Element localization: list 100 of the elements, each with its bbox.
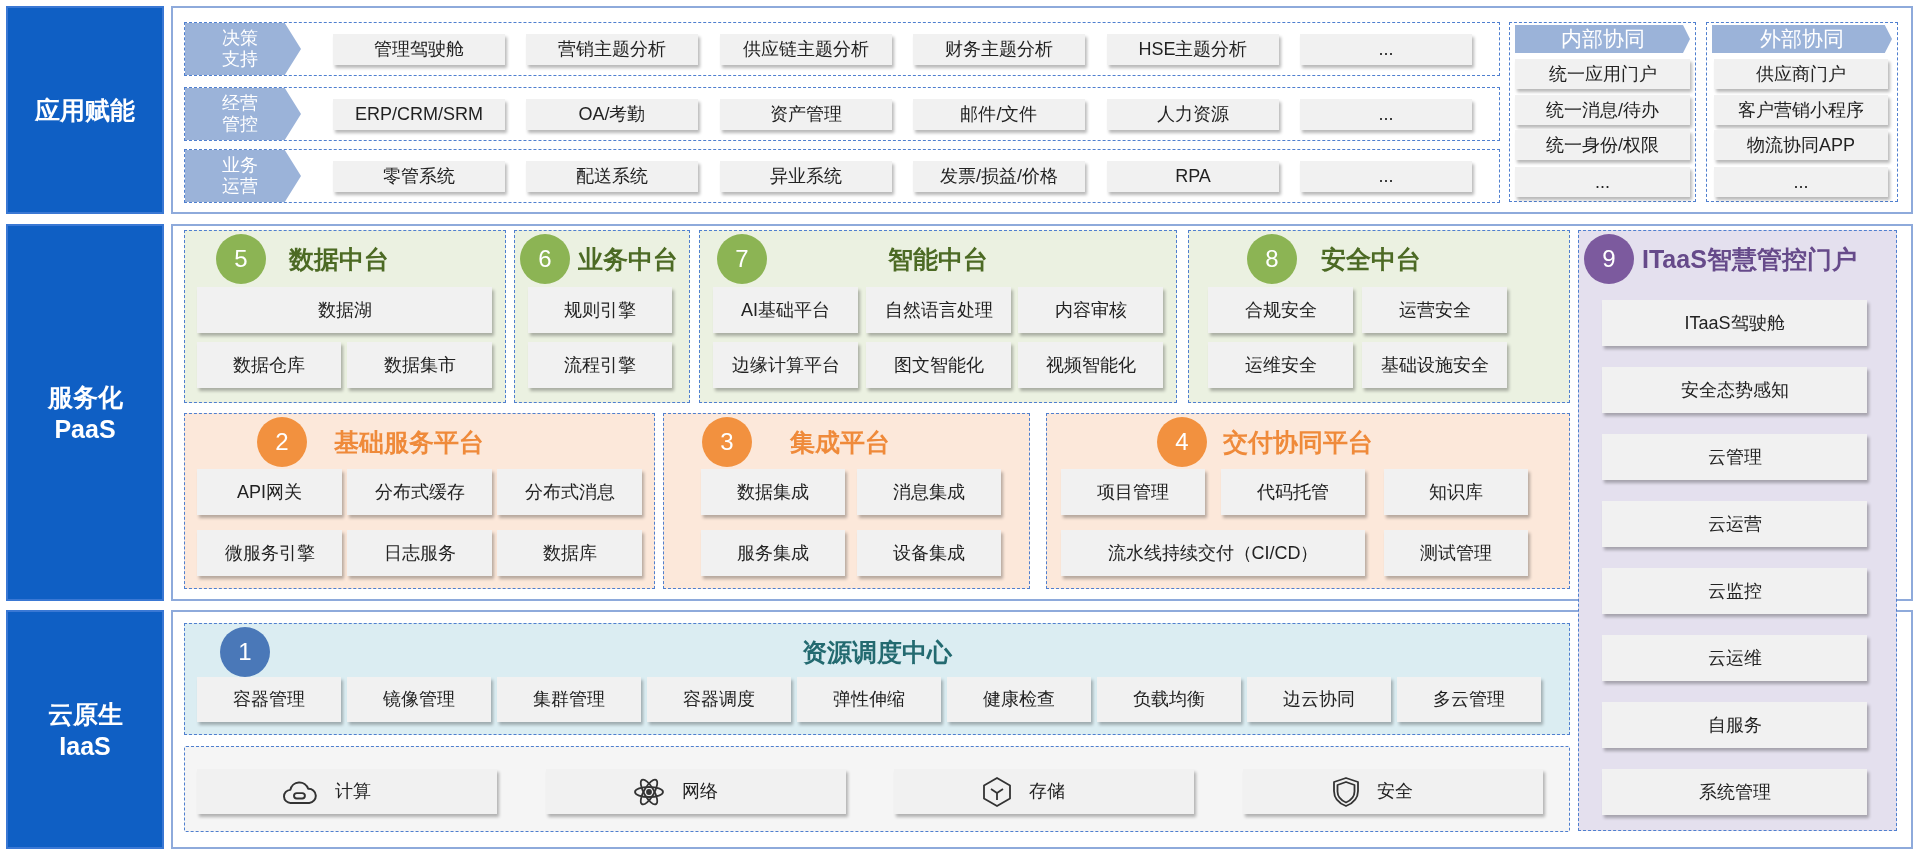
- module-box: ...: [1714, 167, 1888, 197]
- number-badge: 7: [717, 234, 767, 284]
- module-box: HSE主题分析: [1107, 34, 1279, 65]
- module-box: AI基础平台: [713, 287, 858, 333]
- group-title: 资源调度中心: [802, 637, 952, 668]
- module-box: OA/考勤: [526, 99, 698, 130]
- module-box: API网关: [197, 469, 342, 515]
- module-box: 代码托管: [1221, 469, 1365, 515]
- module-box: 云运维: [1602, 635, 1867, 681]
- module-box: 消息集成: [857, 469, 1001, 515]
- module-box: 统一应用门户: [1515, 59, 1690, 89]
- module-group: [184, 746, 1570, 832]
- module-label: 网络: [682, 781, 718, 802]
- module-box: 项目管理: [1061, 469, 1205, 515]
- collab-group: [1706, 22, 1898, 202]
- group-title: 安全中台: [1321, 244, 1421, 275]
- module-box: 发票/损益/价格: [913, 161, 1085, 192]
- platform-group: [1188, 230, 1570, 403]
- module-box: 弹性伸缩: [797, 677, 941, 722]
- platform-group: [514, 230, 690, 403]
- module-box: RPA: [1107, 161, 1279, 192]
- module-box: 统一身份/权限: [1515, 130, 1690, 160]
- module-box: 容器调度: [647, 677, 791, 722]
- platform-group: [1578, 230, 1897, 831]
- number-badge: 4: [1157, 417, 1207, 467]
- module-box: 数据库: [497, 530, 642, 576]
- module-box: 流程引擎: [528, 342, 672, 388]
- row-tag: 经营管控: [185, 88, 301, 140]
- row-tag: 决策支持: [185, 23, 301, 75]
- group-title: 业务中台: [578, 244, 678, 275]
- module-box: 邮件/文件: [913, 99, 1085, 130]
- module-box: 运营安全: [1362, 287, 1507, 333]
- number-badge: 6: [520, 234, 570, 284]
- module-box: 视频智能化: [1018, 342, 1163, 388]
- number-badge: 5: [216, 234, 266, 284]
- module-box: 管理驾驶舱: [333, 34, 505, 65]
- number-badge: 2: [257, 417, 307, 467]
- row-tag: 业务运营: [185, 150, 301, 202]
- group-title: ITaaS智慧管控门户: [1642, 244, 1857, 275]
- module-box: 系统管理: [1602, 769, 1867, 815]
- number-badge: 1: [220, 627, 270, 677]
- module-box: 供应商门户: [1714, 59, 1888, 89]
- row-group: [184, 22, 1500, 76]
- module-box: [1243, 769, 1543, 814]
- module-box: ...: [1300, 34, 1472, 65]
- module-label: 安全: [1377, 781, 1413, 802]
- module-box: 内容审核: [1018, 287, 1163, 333]
- module-box: 基础设施安全: [1362, 342, 1507, 388]
- platform-group: [184, 623, 1570, 735]
- module-box: [894, 769, 1194, 814]
- module-box: 供应链主题分析: [720, 34, 892, 65]
- module-box: 集群管理: [497, 677, 641, 722]
- module-box: 零管系统: [333, 161, 505, 192]
- module-box: 人力资源: [1107, 99, 1279, 130]
- module-box: 自服务: [1602, 702, 1867, 748]
- module-box: 营销主题分析: [526, 34, 698, 65]
- group-title: 数据中台: [289, 244, 389, 275]
- module-label: 存储: [1029, 781, 1065, 802]
- module-box: 统一消息/待办: [1515, 95, 1690, 125]
- module-box: 数据集成: [701, 469, 845, 515]
- module-box: 物流协同APP: [1714, 130, 1888, 160]
- module-box: 资产管理: [720, 99, 892, 130]
- module-box: 边缘计算平台: [713, 342, 858, 388]
- number-badge: 8: [1247, 234, 1297, 284]
- module-box: 自然语言处理: [866, 287, 1011, 333]
- module-box: 规则引擎: [528, 287, 672, 333]
- module-box: 流水线持续交付（CI/CD）: [1061, 530, 1365, 576]
- module-box: ...: [1300, 161, 1472, 192]
- module-box: 多云管理: [1397, 677, 1541, 722]
- module-box: 边云协同: [1247, 677, 1391, 722]
- layer-label: 服务化 PaaS: [6, 224, 164, 601]
- module-box: 设备集成: [857, 530, 1001, 576]
- platform-group: [184, 413, 655, 589]
- group-title: 交付协同平台: [1223, 427, 1373, 458]
- layer-label: 云原生 IaaS: [6, 610, 164, 849]
- group-title: 基础服务平台: [334, 427, 484, 458]
- module-box: 数据湖: [197, 287, 492, 333]
- module-box: 测试管理: [1384, 530, 1528, 576]
- row-group: [184, 149, 1500, 203]
- module-box: 运维安全: [1208, 342, 1353, 388]
- module-box: 服务集成: [701, 530, 845, 576]
- module-box: 合规安全: [1208, 287, 1353, 333]
- module-box: ...: [1300, 99, 1472, 130]
- platform-group: [663, 413, 1030, 589]
- module-box: 分布式缓存: [347, 469, 492, 515]
- module-box: 配送系统: [526, 161, 698, 192]
- module-box: 微服务引擎: [197, 530, 342, 576]
- module-box: 日志服务: [347, 530, 492, 576]
- collab-group: [1509, 22, 1696, 202]
- module-box: 知识库: [1384, 469, 1528, 515]
- module-box: 云运营: [1602, 501, 1867, 547]
- group-title: 集成平台: [790, 427, 890, 458]
- module-box: [546, 769, 846, 814]
- number-badge: 3: [702, 417, 752, 467]
- module-box: 数据仓库: [197, 342, 341, 388]
- module-box: 健康检查: [947, 677, 1091, 722]
- module-box: 财务主题分析: [913, 34, 1085, 65]
- module-label: 计算: [335, 781, 371, 802]
- module-box: 镜像管理: [347, 677, 491, 722]
- module-box: 图文智能化: [866, 342, 1011, 388]
